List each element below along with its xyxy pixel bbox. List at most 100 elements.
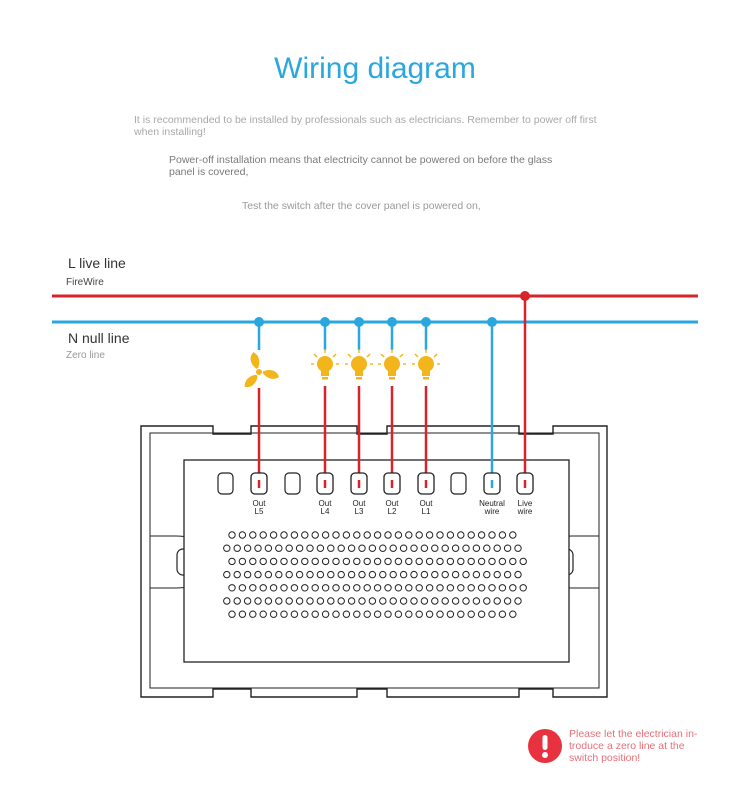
warning-text: Please let the electrician in-troduce a … — [569, 728, 698, 764]
vent-hole — [347, 570, 356, 579]
vent-hole — [384, 531, 392, 539]
vent-hole — [332, 531, 340, 539]
vent-hole — [467, 531, 475, 539]
vent-hole — [327, 544, 335, 552]
vent-hole — [290, 584, 299, 592]
live-line-sublabel: FireWire — [66, 277, 104, 288]
vent-hole — [399, 597, 408, 605]
vent-hole — [503, 570, 512, 579]
vent-hole — [477, 584, 486, 592]
junction-dot — [487, 317, 497, 327]
junction-dot — [254, 317, 264, 327]
vent-hole — [280, 584, 288, 592]
vent-hole — [405, 584, 413, 592]
vent-hole — [259, 584, 267, 592]
vent-hole — [441, 597, 449, 605]
vent-hole — [462, 544, 470, 552]
vent-hole — [405, 610, 413, 618]
vent-hole — [446, 531, 455, 539]
vent-hole — [441, 570, 449, 579]
vent-hole — [306, 570, 314, 579]
bulb-icon — [311, 349, 339, 380]
vent-hole — [509, 557, 517, 566]
vent-hole — [519, 557, 527, 566]
vent-hole — [514, 544, 522, 552]
vent-hole — [285, 544, 293, 552]
vent-hole — [436, 584, 444, 592]
vent-hole — [238, 584, 247, 592]
vent-hole — [436, 531, 444, 539]
vent-hole — [410, 544, 418, 552]
vent-hole — [337, 597, 345, 605]
vent-hole — [415, 584, 423, 592]
vent-hole — [363, 584, 371, 592]
vent-holes — [223, 531, 527, 618]
neutral-line-sublabel: Zero line — [66, 350, 105, 361]
vent-hole — [410, 597, 418, 605]
vent-hole — [431, 570, 439, 579]
vent-hole — [223, 597, 231, 605]
vent-hole — [451, 597, 460, 605]
vent-hole — [472, 544, 481, 552]
vent-hole — [233, 597, 241, 605]
vent-hole — [228, 584, 236, 592]
vent-hole — [249, 557, 257, 566]
vent-hole — [394, 584, 403, 592]
vent-hole — [493, 597, 501, 605]
install-note-test: Test the switch after the cover panel is… — [242, 200, 481, 212]
vent-hole — [290, 610, 299, 618]
vent-hole — [321, 557, 330, 566]
vent-hole — [373, 584, 382, 592]
vent-hole — [509, 610, 517, 618]
vent-hole — [275, 570, 283, 579]
vent-hole — [498, 557, 507, 566]
vent-hole — [509, 531, 517, 539]
vent-hole — [389, 544, 397, 552]
vent-hole — [509, 584, 517, 592]
vent-hole — [311, 584, 319, 592]
vent-hole — [233, 544, 241, 552]
vent-hole — [295, 544, 304, 552]
vent-hole — [467, 557, 475, 566]
vent-hole — [264, 544, 273, 552]
vent-hole — [446, 584, 455, 592]
vent-hole — [431, 597, 439, 605]
vent-hole — [394, 557, 403, 566]
vent-hole — [306, 597, 314, 605]
vent-hole — [368, 570, 377, 579]
vent-hole — [358, 544, 366, 552]
fan-icon — [244, 352, 279, 388]
empty-terminal-slot — [284, 472, 301, 495]
vent-hole — [493, 544, 501, 552]
vent-hole — [353, 557, 361, 566]
vent-hole — [498, 610, 507, 618]
vent-hole — [269, 584, 278, 592]
bulb-icon — [378, 349, 406, 380]
vent-hole — [425, 531, 434, 539]
vent-hole — [264, 570, 273, 579]
vent-hole — [405, 557, 413, 566]
vent-hole — [363, 610, 371, 618]
vent-hole — [311, 557, 319, 566]
vent-hole — [451, 570, 460, 579]
vent-hole — [420, 544, 429, 552]
vent-hole — [285, 570, 293, 579]
vent-hole — [228, 531, 236, 539]
vent-hole — [290, 531, 299, 539]
vent-hole — [316, 570, 325, 579]
vent-hole — [379, 544, 387, 552]
live-line-label: L live line — [68, 255, 126, 271]
vent-hole — [457, 584, 465, 592]
vent-hole — [379, 570, 387, 579]
vent-hole — [347, 597, 356, 605]
vent-hole — [342, 531, 351, 539]
vent-hole — [514, 597, 522, 605]
vent-hole — [498, 531, 507, 539]
vent-hole — [254, 544, 262, 552]
vent-hole — [321, 584, 330, 592]
vent-hole — [358, 570, 366, 579]
vent-hole — [243, 544, 252, 552]
vent-hole — [353, 584, 361, 592]
